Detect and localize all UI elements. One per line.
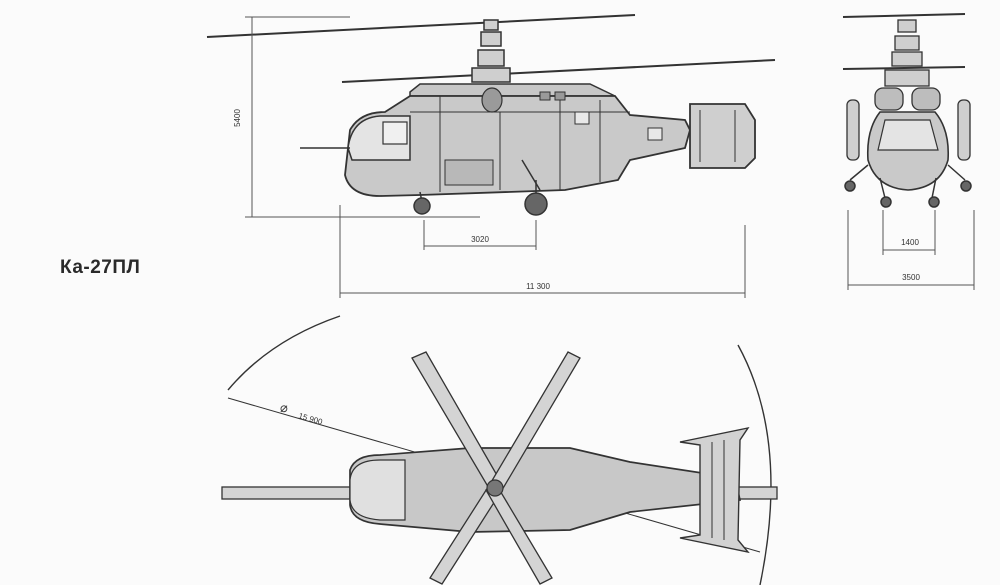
front-track-label: 1400 [901,238,919,247]
top-view [221,315,778,585]
front-engine-nacelles [874,87,941,111]
engine-housing [409,83,616,97]
side-window [382,121,408,145]
front-width-label: 3500 [902,273,920,282]
top-cockpit [349,459,406,521]
upper-rotor-blade [206,14,636,38]
top-tail-stabilizer [679,426,750,554]
height-label: 5400 [233,109,242,127]
length-label: 11 300 [526,282,550,291]
rotor-mast [471,19,511,83]
tail-fin [689,103,756,169]
rotor-diameter-label: 15 900 [297,411,324,427]
panel-lines [410,91,663,192]
front-lower-rotor [842,66,966,70]
side-view-dimensions [245,16,746,298]
landing-gear [413,159,548,216]
lower-rotor-blade [341,59,776,83]
front-right-fin [957,99,971,161]
front-rotor-mast [884,19,930,87]
front-left-fin [846,99,860,161]
fuselage [344,95,691,197]
aircraft-title: Ка-27ПЛ [60,257,141,278]
top-fuselage [349,447,742,533]
engine-intake [481,87,503,113]
front-landing-gear [844,164,972,208]
rotor-disc-arc-right [737,344,772,585]
wheel-track-label: 3020 [471,235,489,244]
rotor-disc-arc-left [227,315,341,391]
front-windshield [877,119,939,151]
rotor-blades-diagonal [411,351,581,585]
side-view [206,14,776,216]
rotor-hub [486,479,504,497]
front-view-dimensions [847,210,975,290]
diameter-symbol: ⌀ [280,400,288,415]
front-upper-rotor [842,13,966,18]
front-view [842,13,972,208]
